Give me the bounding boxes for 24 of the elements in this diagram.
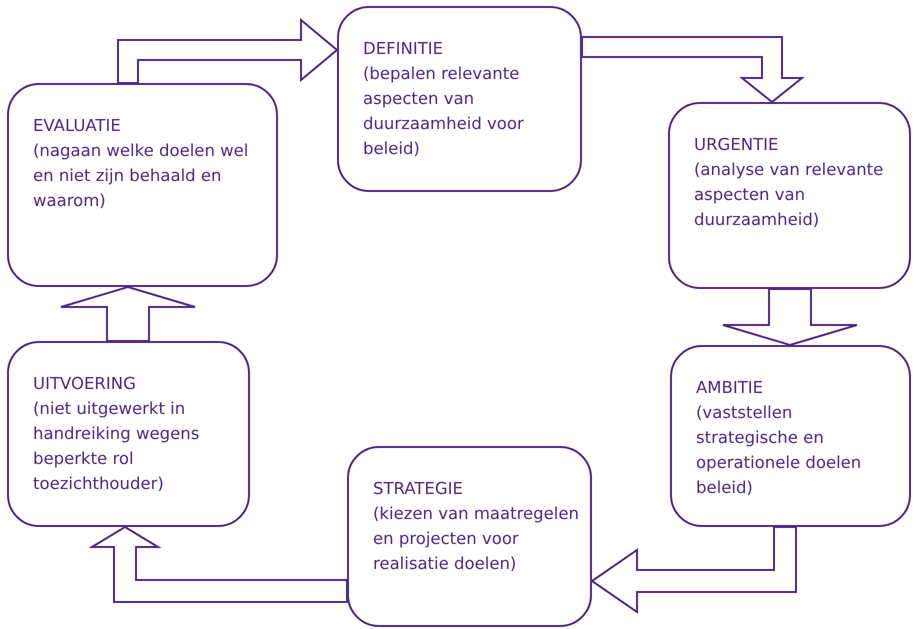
block-arrow <box>88 526 348 603</box>
block-arrow <box>722 288 858 346</box>
step-description: (vaststellen strategische en operationele doelen beleid) <box>696 402 862 499</box>
step-description: (niet uitgewerkt in handreiking wegens beperkte rol toezichthouder) <box>33 398 200 495</box>
step-description: (nagaan welke doelen wel en niet zijn behaald en waarom) <box>33 140 250 212</box>
step-title: AMBITIE <box>696 377 764 399</box>
process-box <box>7 83 278 287</box>
process-box <box>7 341 250 527</box>
step-title: URGENTIE <box>694 134 780 156</box>
block-arrow <box>117 18 339 84</box>
step-description: (analyse van relevante aspecten van duurzaamheid) <box>694 159 884 231</box>
block-arrow <box>581 36 805 104</box>
block-arrow <box>590 526 797 614</box>
process-box <box>670 345 911 527</box>
process-box <box>347 446 592 627</box>
step-description: (bepalen relevante aspecten van duurzaamheid voor beleid) <box>363 63 525 160</box>
process-box <box>668 102 911 289</box>
step-title: DEFINITIE <box>363 38 444 60</box>
step-title: STRATEGIE <box>373 478 464 500</box>
step-title: UITVOERING <box>33 373 137 395</box>
process-box <box>337 6 582 192</box>
block-arrow <box>60 286 196 342</box>
step-description: (kiezen van maatregelen en projecten voor realisatie doelen) <box>373 503 580 575</box>
step-title: EVALUATIE <box>33 115 122 137</box>
